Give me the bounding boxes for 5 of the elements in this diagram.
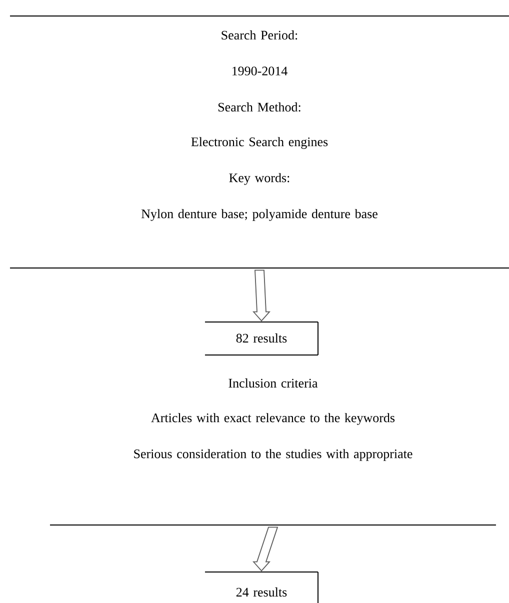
result-box: 82 results [204, 322, 318, 356]
result-box: 24 results [204, 572, 318, 603]
arrow [252, 270, 270, 322]
criteria-panel: Inclusion criteria Articles with exact relevance to the keywords Serious consideration to the studies with appropriate [50, 378, 496, 526]
search-panel: Search Period: 1990-2014 Search Method: Electronic Search engines Key words: Nylon denture base; polyamide denture base [10, 16, 509, 268]
